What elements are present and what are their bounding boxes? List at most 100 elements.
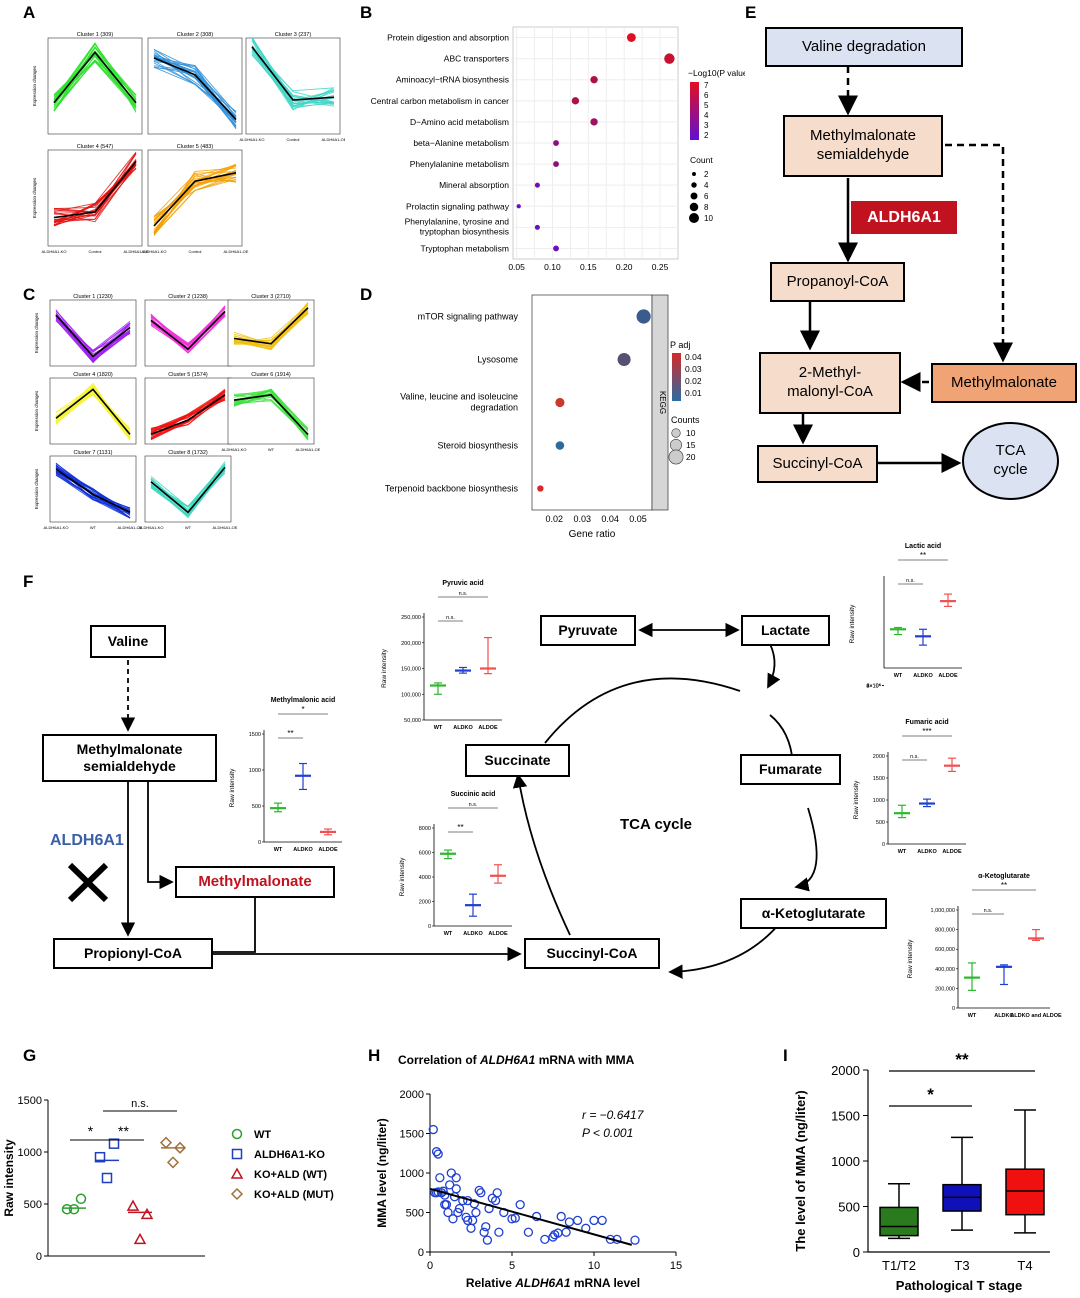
cluster-trace (55, 474, 131, 513)
cluster-mean-line (55, 468, 131, 514)
panel-label-d: D (360, 285, 373, 304)
cluster-mean-line (153, 172, 237, 227)
x-tick-label: 0.05 (629, 514, 647, 524)
legend-tick: 7 (704, 81, 709, 90)
propionyl-coa-box: Propionyl-CoA (53, 938, 213, 969)
data-point (458, 1195, 468, 1206)
y-tick-label: 600,000 (935, 947, 955, 953)
data-point (435, 1173, 445, 1183)
data-point (589, 1215, 599, 1226)
category-label: mTOR signaling pathway (418, 312, 519, 322)
x-tick-label: ALDOE (488, 931, 508, 937)
legend-size-dot (689, 213, 699, 223)
y-tick-label: 0 (882, 842, 885, 848)
mini-plot-title: α-Ketoglutarate (978, 873, 1030, 880)
cluster-mean-line (153, 57, 237, 121)
data-point (537, 485, 544, 492)
data-point (561, 1227, 571, 1237)
data-point (68, 1203, 80, 1215)
significance-label: n.s. (984, 908, 993, 914)
significance-label: ** (287, 729, 293, 738)
data-point (443, 1207, 453, 1218)
legend-size-dot (668, 449, 684, 465)
panel-c-cluster-plots: Cluster 1 (1230)Expression changesCluste… (34, 294, 320, 530)
cluster-trace (233, 304, 309, 344)
category-label: Lysosome (477, 355, 518, 365)
y-tick-label: 1500 (249, 732, 261, 738)
cluster-trace (55, 315, 131, 361)
panel-label-b: B (360, 3, 373, 22)
axis-label: Expression changes (34, 390, 39, 431)
category-label: Terpenoid backbone biosynthesis (385, 484, 519, 494)
category-label: degradation (470, 403, 518, 413)
data-point (231, 1148, 243, 1160)
data-point (474, 1185, 484, 1196)
data-point (523, 1227, 534, 1237)
cluster-title: Cluster 5 (483) (177, 144, 214, 150)
data-point (515, 1199, 525, 1210)
legend-tick: 3 (704, 121, 709, 130)
data-point (564, 1217, 575, 1227)
y-tick-label: 1500 (873, 776, 885, 782)
cluster-trace (150, 390, 226, 429)
mini-plot-title: Succinic acid (451, 791, 496, 798)
data-point (540, 1234, 550, 1245)
axis-label: Expression changes (34, 312, 39, 353)
y-tick-label: 6000 (419, 851, 431, 857)
data-point (636, 309, 651, 324)
data-point (534, 182, 540, 188)
data-point (664, 53, 675, 64)
legend-size-dot (690, 192, 698, 200)
x-tick-label: WT (898, 849, 907, 855)
x-tick-label: 0.04 (601, 514, 619, 524)
significance-label: n.s. (446, 615, 455, 621)
data-point (428, 1124, 438, 1135)
y-axis-label: Raw intensity (907, 939, 914, 978)
y-tick-label: 1500 (18, 1095, 42, 1107)
data-point (590, 76, 598, 84)
panel-f-arrows (67, 622, 818, 979)
x-tick-label: ALDH6A1-OE (224, 249, 249, 254)
pyruvate-box: Pyruvate (540, 615, 636, 646)
cluster-trace (153, 66, 237, 118)
mini-plot-title: Fumaric acid (905, 719, 948, 726)
x-tick-label: ALDKO and ALDOE (1010, 1013, 1062, 1019)
y-tick-label: 200,000 (401, 641, 421, 647)
data-point (101, 1172, 113, 1184)
cluster-frame (144, 299, 232, 367)
legend-tick: 0.03 (685, 364, 702, 374)
succinate-box: Succinate (465, 744, 570, 777)
panel-label-f: F (23, 572, 34, 591)
y-tick-label: 1500 (831, 1109, 860, 1124)
y-tick-label: 1000 (249, 768, 261, 774)
y-tick-label: 500 (24, 1199, 42, 1211)
x-tick-label: 0.02 (546, 514, 564, 524)
legend-size-dot (692, 172, 696, 176)
significance-label: n.s. (910, 754, 919, 760)
cluster-frame (49, 299, 137, 367)
y-axis-label: Raw intensity (849, 604, 856, 643)
y-tick-label: 1000 (831, 1154, 860, 1169)
x-tick-label: ALDH6A1-OE (118, 525, 143, 530)
y-axis-label: MMA level (ng/liter) (375, 1118, 389, 1228)
category-label: ABC transporters (444, 54, 509, 64)
cluster-mean-line (55, 314, 131, 358)
data-point (553, 245, 559, 252)
y-tick-label: 2×10⁶ (866, 683, 881, 688)
data-point (451, 1184, 461, 1194)
legend-tick: 0.02 (685, 376, 702, 386)
facet-strip (651, 294, 669, 511)
fumarate-box: Fumarate (740, 754, 841, 785)
panel-e-arrows (793, 66, 1013, 473)
methylmalonate-semialdehyde-box: Methylmalonate semialdehyde (783, 115, 943, 177)
data-point (572, 1215, 583, 1226)
significance-label: ** (920, 551, 926, 560)
cluster-trace (53, 54, 137, 107)
category-label: Phenylalanine metabolism (410, 159, 509, 169)
cluster-title: Cluster 5 (1574) (168, 372, 208, 378)
cluster-title: Cluster 3 (237) (275, 32, 312, 38)
x-tick-label: ALDH6A1-OE (322, 137, 345, 142)
data-point (476, 1188, 486, 1198)
chart-title: Correlation of ALDH6A1 mRNA with MMA (398, 1053, 635, 1067)
